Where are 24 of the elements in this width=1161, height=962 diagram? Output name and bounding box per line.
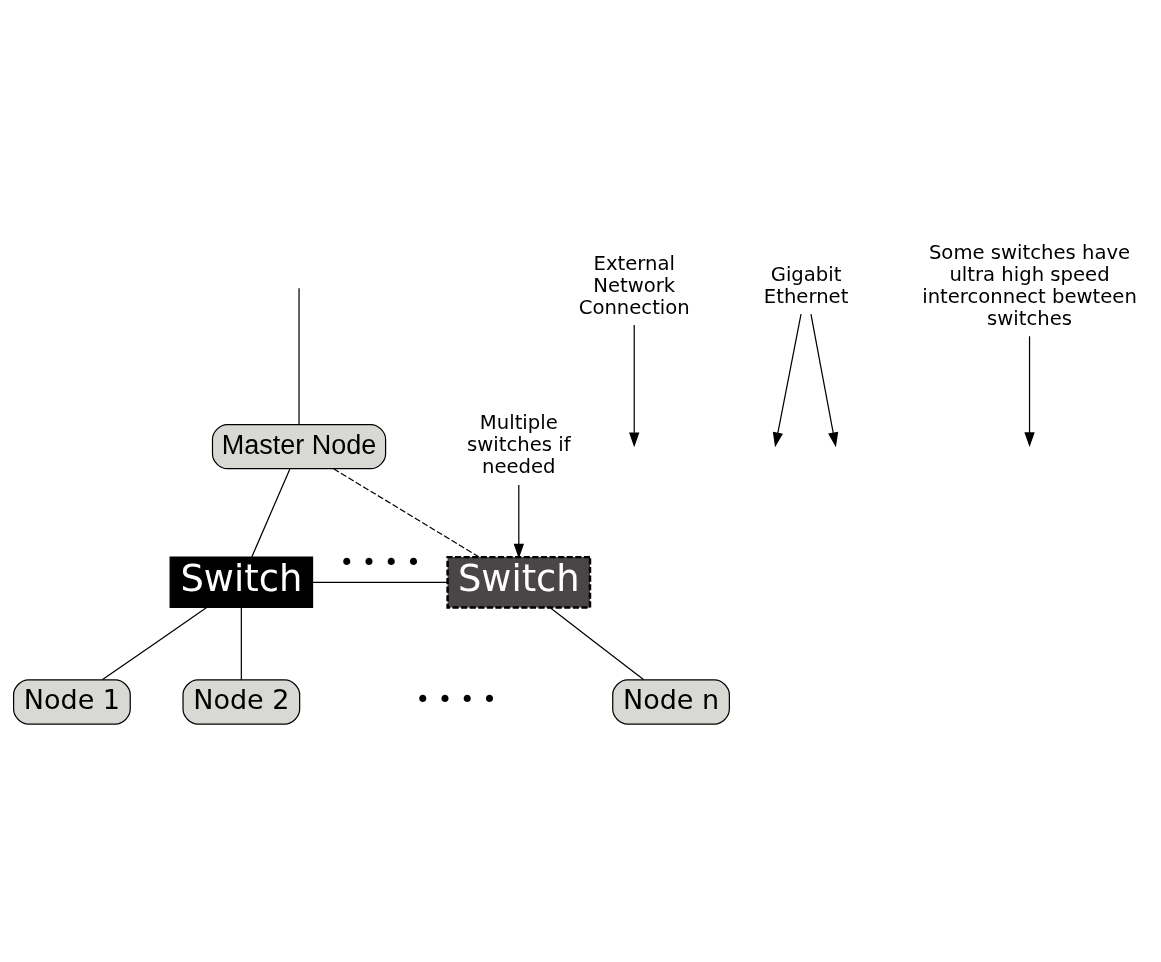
arrow [1024,335,1035,448]
connector [312,581,449,583]
node-box: Node 2 [182,679,301,725]
node-box: Node n [612,679,730,725]
connector [101,606,208,681]
edge-label: • • • • [339,548,421,578]
connector [240,607,242,681]
connector [251,468,291,558]
node-text: Multiple switches if needed [467,411,571,479]
arrow [513,484,524,559]
node-box: Switch [169,556,314,609]
node-text: External Network Connection [578,251,690,319]
node-text: Some switches have ultra high speed interconnect bewteen switches [922,240,1137,330]
node-box: Switch [446,555,592,609]
arrow [629,324,640,448]
node-box: Master Node [211,423,387,470]
connector [549,606,645,681]
connector [333,468,480,558]
node-text: Gigabit Ethernet [763,262,849,308]
node-box: Node 1 [13,679,131,725]
connector [298,287,300,426]
arrow [772,313,802,448]
arrow [810,313,839,448]
label: • • • • [415,685,497,715]
